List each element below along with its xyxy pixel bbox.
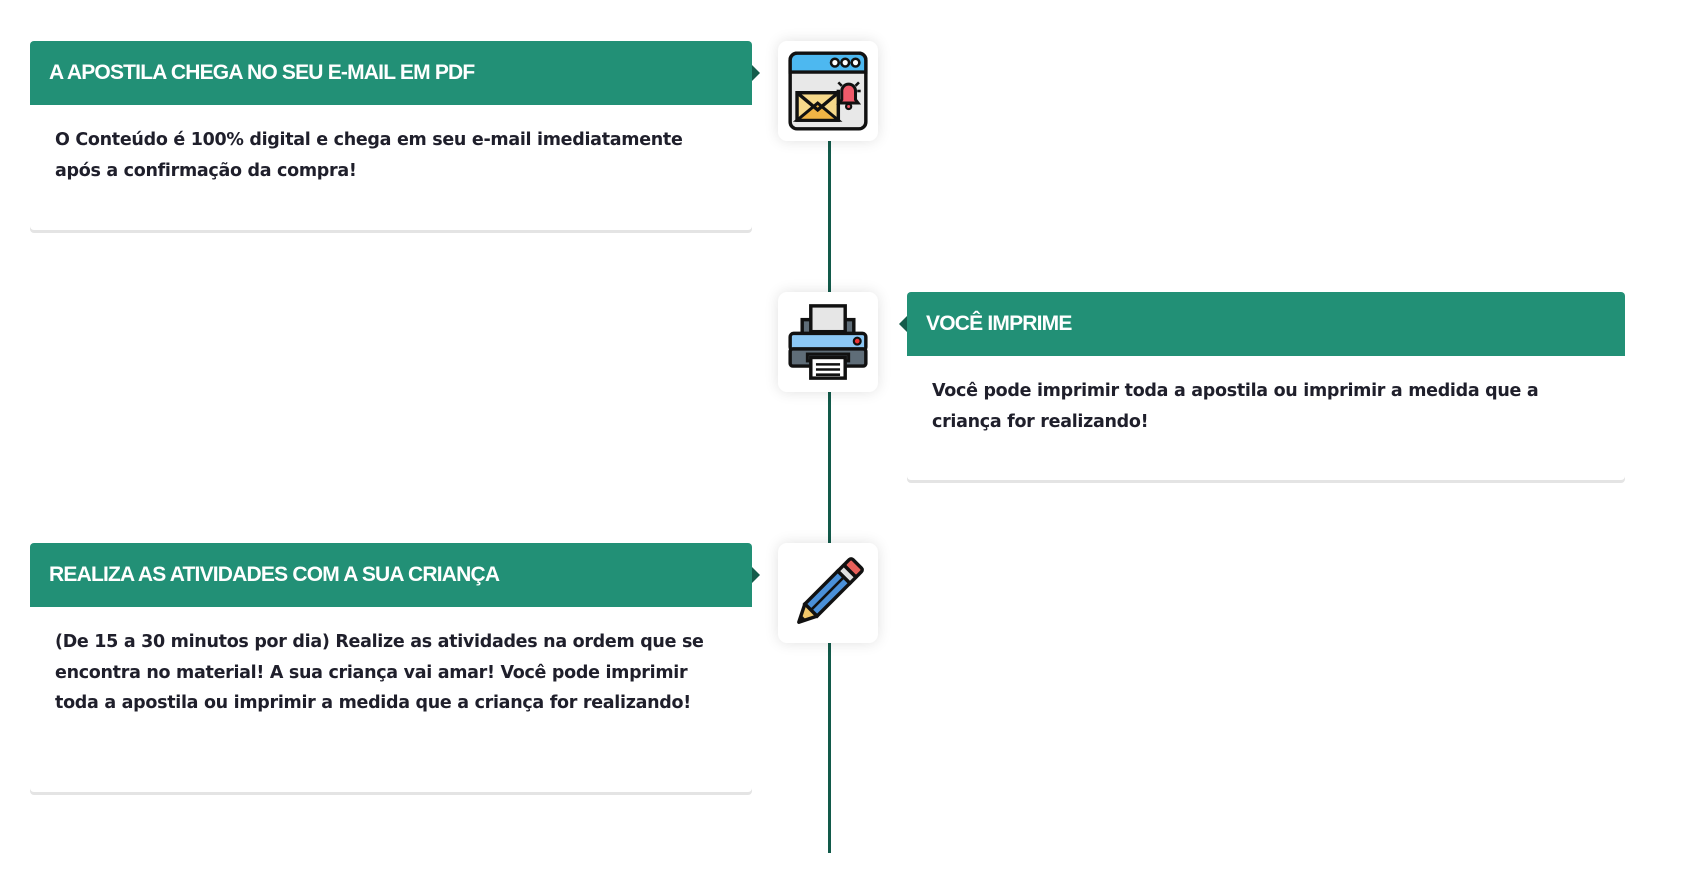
- pencil-icon-box: [778, 543, 878, 643]
- pencil-icon: [797, 557, 864, 624]
- card-title: A APOSTILA CHEGA NO SEU E-MAIL EM PDF: [49, 61, 475, 84]
- timeline-line: [828, 141, 831, 853]
- card-header: VOCÊ IMPRIME: [899, 292, 1625, 356]
- timeline-card-email: A APOSTILA CHEGA NO SEU E-MAIL EM PDF O …: [30, 41, 760, 230]
- printer-icon-box: [778, 292, 878, 392]
- email-icon-box: [778, 41, 878, 141]
- card-title: REALIZA AS ATIVIDADES COM A SUA CRIANÇA: [49, 563, 500, 586]
- email-notification-icon: [788, 51, 868, 131]
- card-text: Você pode imprimir toda a apostila ou im…: [932, 381, 1539, 432]
- timeline-card-activities: REALIZA AS ATIVIDADES COM A SUA CRIANÇA …: [30, 543, 760, 792]
- pointer-arrow: [899, 316, 907, 332]
- pointer-arrow: [752, 567, 760, 583]
- card-title: VOCÊ IMPRIME: [926, 312, 1072, 335]
- timeline-card-print: VOCÊ IMPRIME Você pode imprimir toda a a…: [899, 292, 1625, 480]
- card-text: (De 15 a 30 minutos por dia) Realize as …: [55, 632, 704, 713]
- card-header: REALIZA AS ATIVIDADES COM A SUA CRIANÇA: [30, 543, 760, 607]
- card-text: O Conteúdo é 100% digital e chega em seu…: [55, 130, 683, 181]
- card-header: A APOSTILA CHEGA NO SEU E-MAIL EM PDF: [30, 41, 760, 105]
- printer-icon: [788, 304, 868, 380]
- pointer-arrow: [752, 65, 760, 81]
